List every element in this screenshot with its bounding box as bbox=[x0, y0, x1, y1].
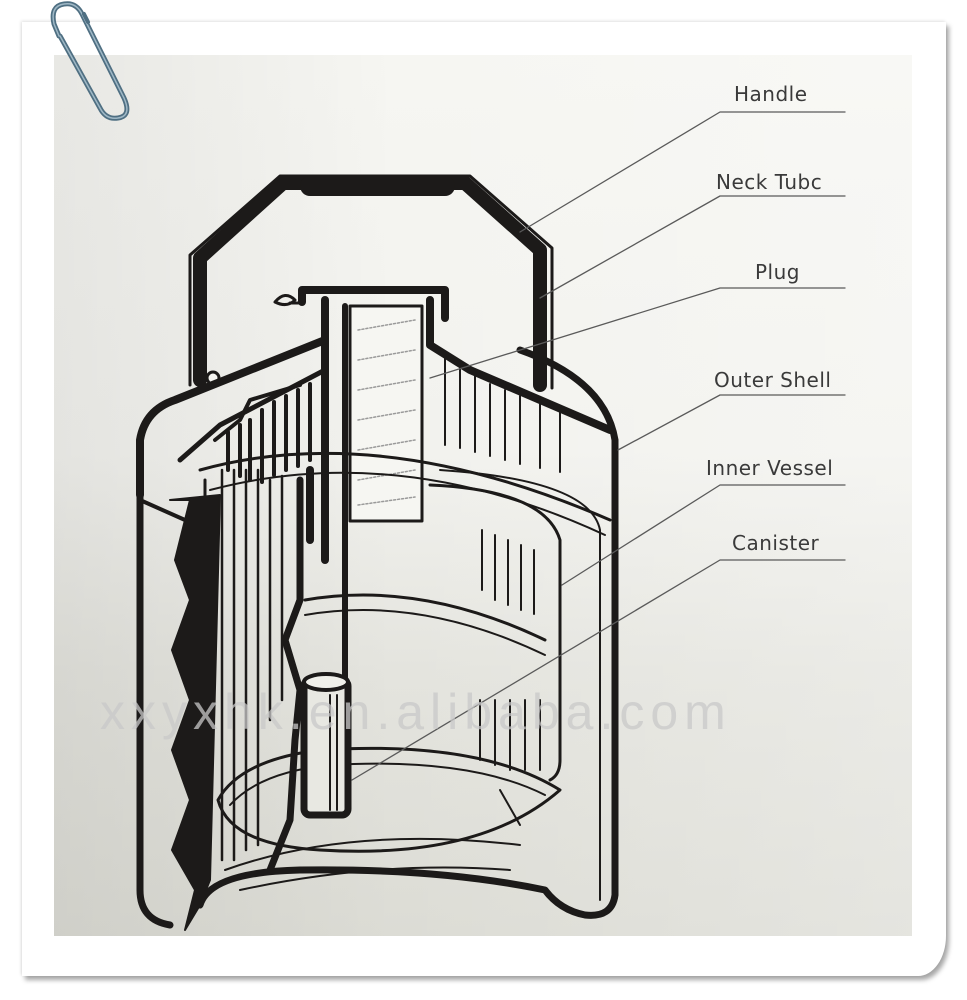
label-canister: Canister bbox=[732, 531, 820, 555]
cutaway-edge bbox=[138, 494, 221, 931]
leader-lines bbox=[351, 111, 846, 781]
paperclip-icon bbox=[50, 1, 130, 121]
canister-shape bbox=[216, 593, 562, 891]
canister-rod bbox=[300, 672, 352, 819]
plug-shape bbox=[348, 304, 424, 523]
label-plug: Plug bbox=[755, 260, 800, 284]
label-outer-shell: Outer Shell bbox=[714, 368, 832, 392]
label-neck-tube: Neck Tubc bbox=[716, 170, 823, 194]
inner-vessel-shape bbox=[203, 466, 601, 901]
label-handle: Handle bbox=[734, 82, 808, 106]
outer-shell-shape bbox=[136, 346, 619, 929]
label-inner-vessel: Inner Vessel bbox=[706, 456, 834, 480]
handle-shape bbox=[188, 174, 554, 392]
watermark: xxyxhk.en.alibaba.com bbox=[100, 684, 732, 740]
